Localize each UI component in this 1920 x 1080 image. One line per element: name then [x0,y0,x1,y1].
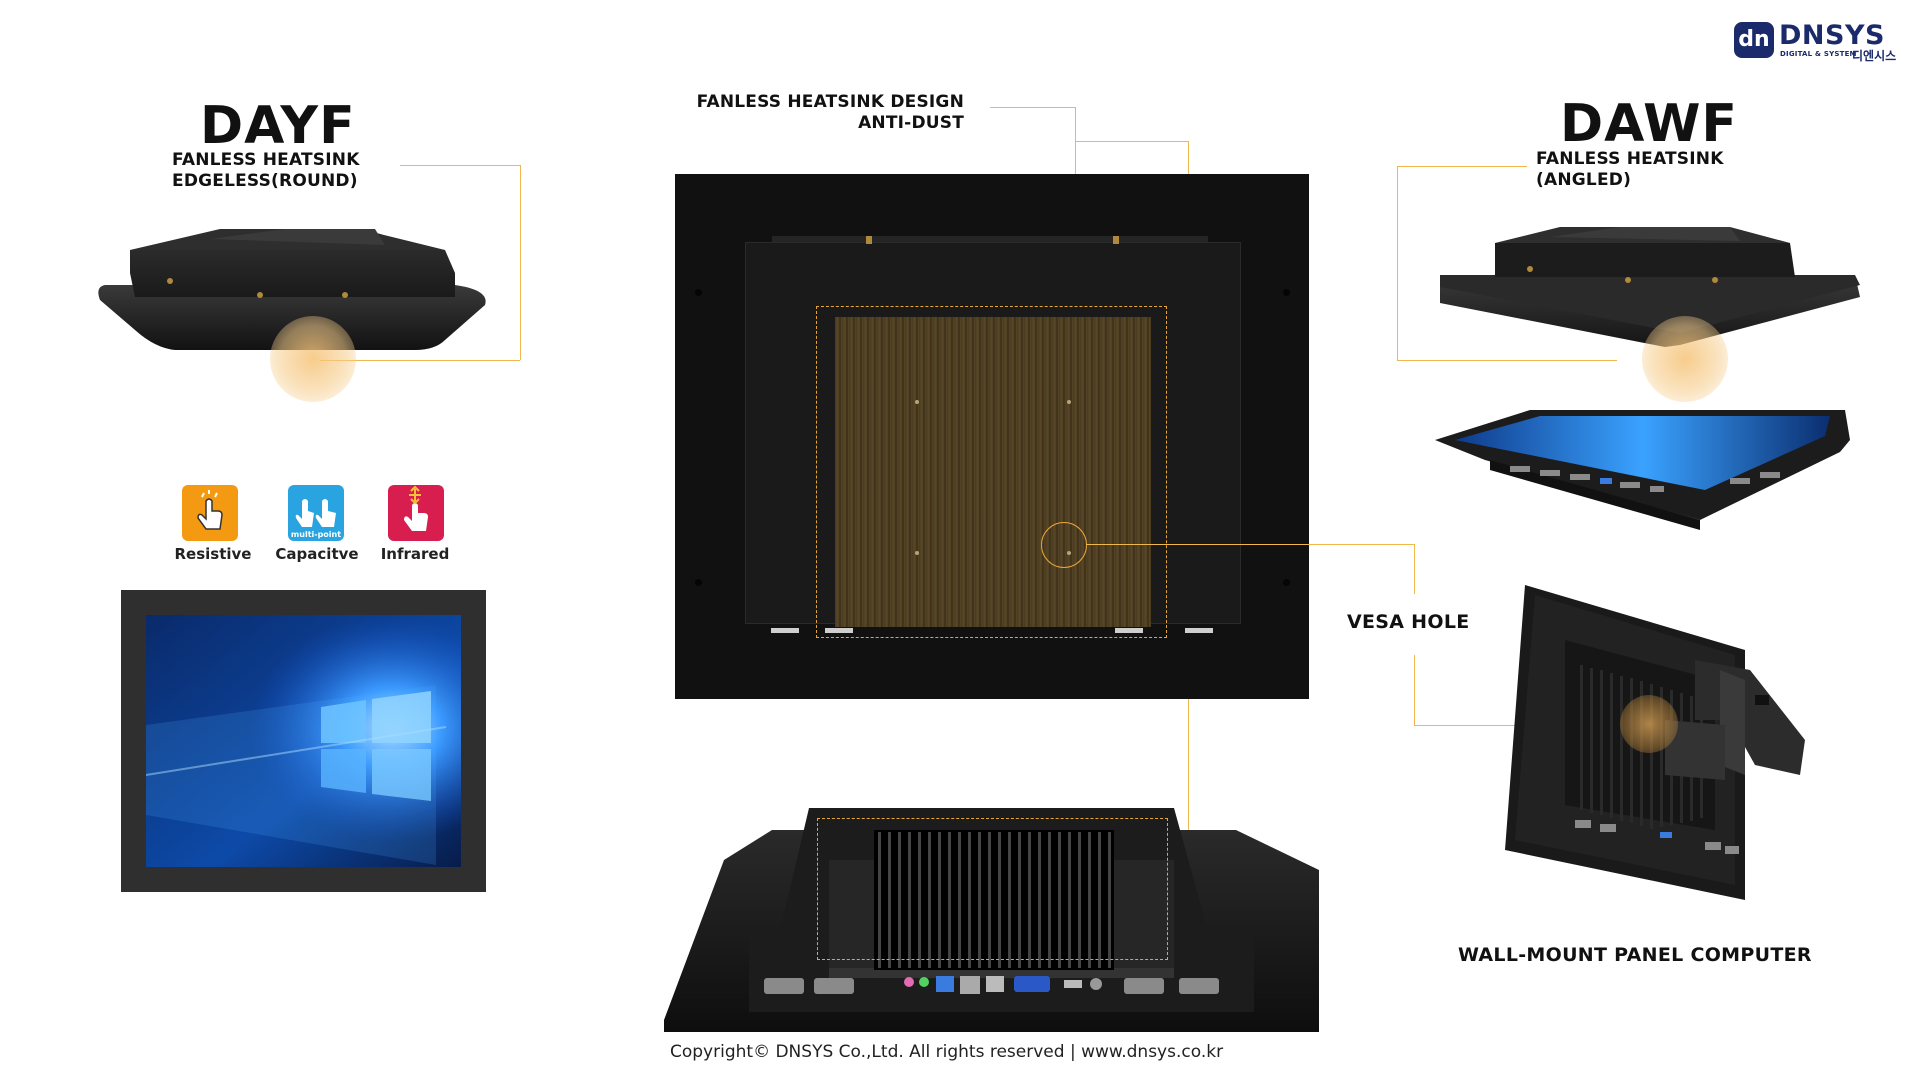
rear-view-panel [675,174,1309,699]
mount-hole [1283,579,1290,586]
center-callout-line-mid [1075,141,1188,142]
bracket-screw [866,236,872,244]
copyright-footer: Copyright© DNSYS Co.,Ltd. All rights res… [670,1042,1224,1062]
bottom-heatsink-highlight-frame [817,818,1168,960]
mount-hole [1283,289,1290,296]
right-product-subtitle-2: (ANGLED) [1536,170,1632,190]
mount-hole [695,579,702,586]
rear-bottom-port [771,628,799,633]
touch-type-resistive: Resistive [158,485,268,563]
io-ports [764,976,1219,994]
right-product-title: DAWF [1560,94,1738,154]
wall-mount-device-image [1505,585,1805,900]
vesa-screw [1067,400,1071,404]
brand-logo: dn DNSYS DIGITAL & SYSTEM 디엔시스 [1734,20,1909,63]
dayf-device-image [98,229,486,350]
logo-korean: 디엔시스 [1852,49,1897,63]
logo-tagline: DIGITAL & SYSTEM [1780,50,1857,58]
wall-mount-vesa-highlight [1620,695,1678,753]
dawf-device-image [1440,227,1860,347]
left-callout-line-vertical [520,165,521,360]
vesa-callout-line-down [1414,544,1415,594]
touch-type-label: Capacitve [275,545,359,563]
single-finger-tap-icon [182,485,238,541]
heatsink-fins [874,830,1114,970]
multi-point-badge: multi-point [290,530,342,539]
center-callout-line-1: FANLESS HEATSINK DESIGN [696,92,964,112]
right-product-subtitle-1: FANLESS HEATSINK [1536,149,1724,169]
tilted-panel-device-image [1435,410,1850,530]
desktop-wallpaper [146,615,461,867]
logo-mark-icon: dn [1734,22,1774,58]
vesa-screw [915,551,919,555]
right-callout-line-bottom [1397,360,1617,361]
center-callout-line-2: ANTI-DUST [858,113,964,133]
vesa-callout-line [1086,544,1414,545]
left-product-subtitle-1: FANLESS HEATSINK [172,150,360,170]
front-panel-screen [121,590,486,892]
vesa-callout-line-lower [1414,655,1415,725]
right-callout-line-top [1397,166,1527,167]
left-product-subtitle-2: EDGELESS(ROUND) [172,171,358,191]
left-product-title: DAYF [200,96,356,156]
rear-bottom-port [1185,628,1213,633]
touch-type-label: Resistive [174,545,252,563]
right-callout-line-vertical [1397,166,1398,360]
bracket-screw [1113,236,1119,244]
vesa-hole-circle [1041,522,1087,568]
mount-hole [695,289,702,296]
rear-bottom-port [1115,628,1143,633]
left-callout-line-bottom [320,360,520,361]
center-callout-line-top [990,107,1075,108]
rear-heatsink [835,317,1151,627]
dawf-edge-highlight [1642,316,1728,402]
wall-mount-label: WALL-MOUNT PANEL COMPUTER [1458,944,1812,966]
touch-type-infrared: Infrared [360,485,470,563]
heatsink-highlight-frame [816,306,1167,638]
vesa-hole-label: VESA HOLE [1347,611,1470,633]
rear-top-bracket [772,236,1208,242]
touch-type-label: Infrared [380,545,450,563]
vesa-screw [915,400,919,404]
rear-io-device-image [664,808,1319,1032]
touch-type-capacitive: multi-point Capacitve [262,485,372,563]
rear-bottom-port [825,628,853,633]
infrared-touch-icon [388,485,444,541]
logo-name: DNSYS [1779,20,1885,51]
dayf-edge-highlight [270,316,356,402]
left-callout-line-top [400,165,520,166]
multi-point-touch-icon: multi-point [288,485,344,541]
